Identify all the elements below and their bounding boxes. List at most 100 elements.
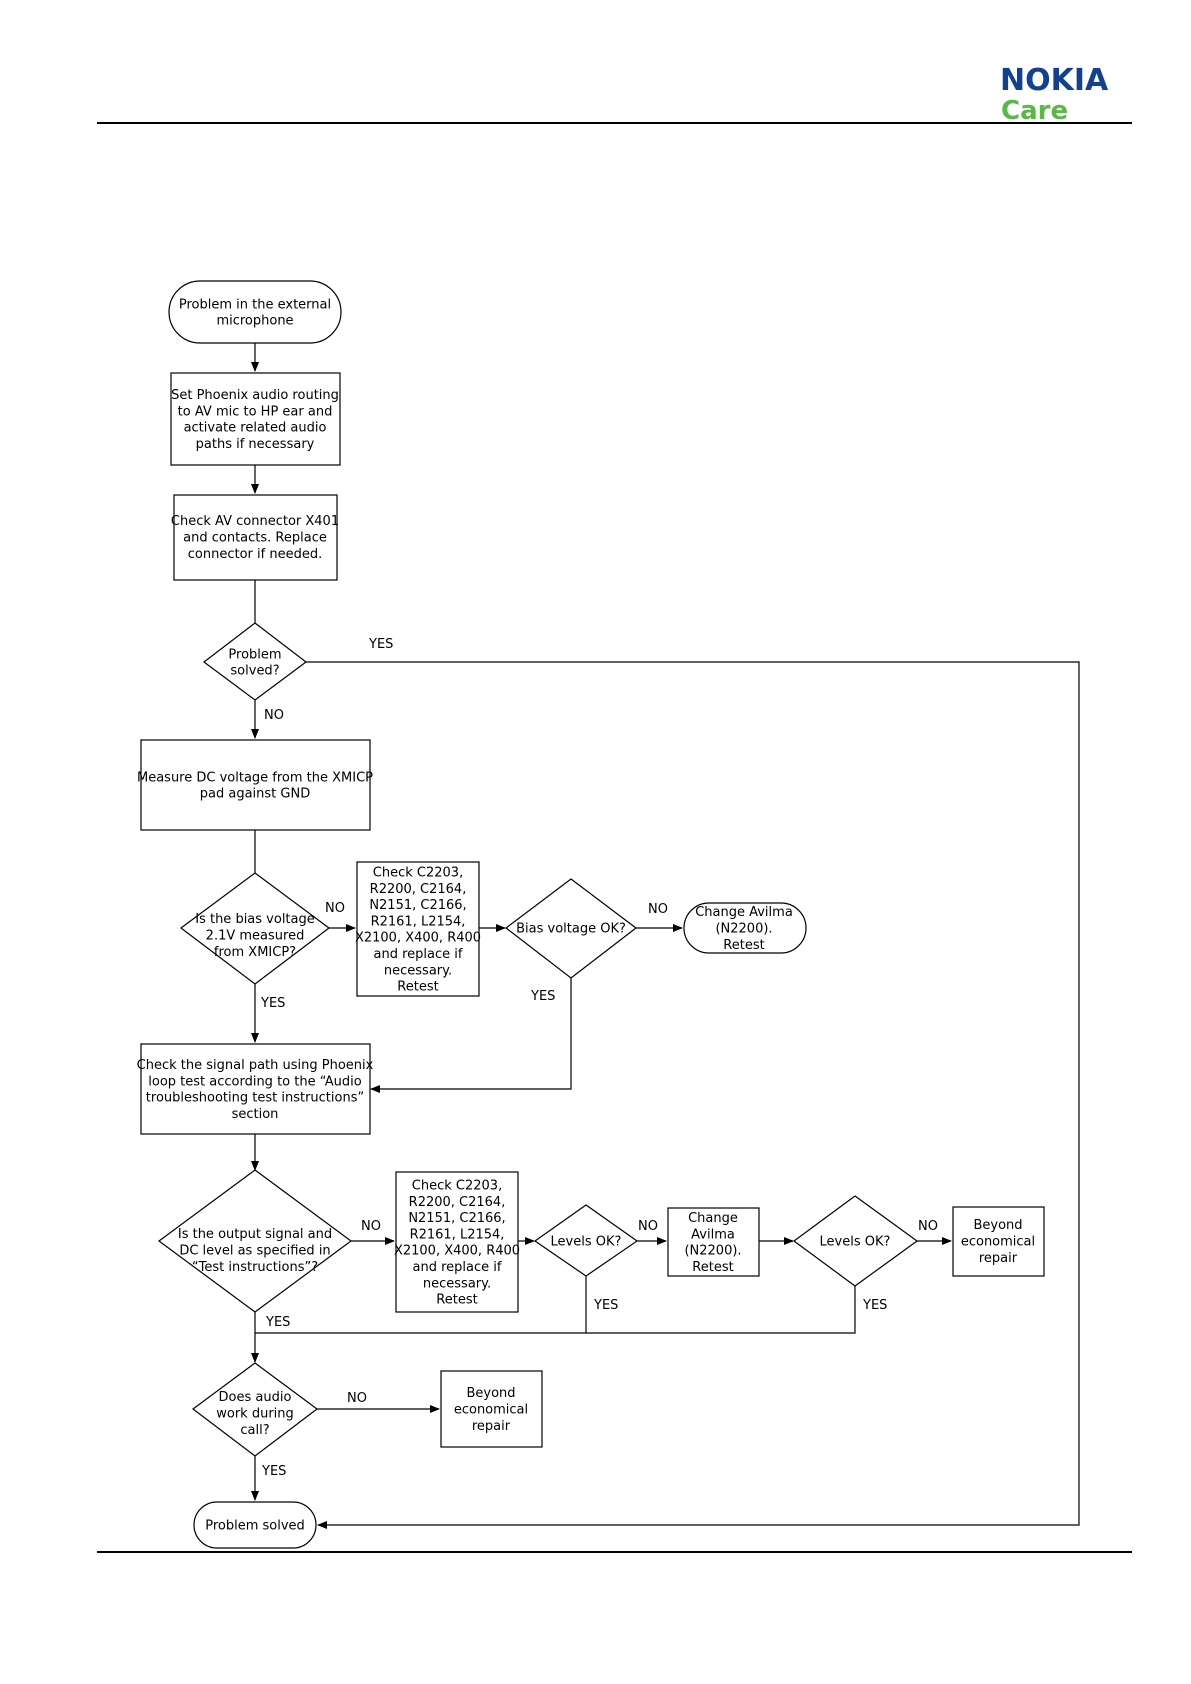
node-text-line: Retest [436,1293,477,1308]
node-text-line: solved? [230,664,279,679]
node-text-line: call? [240,1423,269,1438]
label-bias-yes: YES [260,996,285,1011]
edge-bias-ok-yes [370,978,572,1093]
node-text-line: and contacts. Replace [183,531,327,546]
node-levels-ok-decision-2: Levels OK? [792,1195,919,1287]
node-check-components-1: Check C2203,R2200, C2164,N2151, C2166,R2… [355,861,481,997]
node-text-line: repair [472,1419,511,1434]
node-output-decision: Is the output signal and DC level as spec… [157,1169,353,1313]
label-output-yes: YES [265,1315,290,1330]
node-text-line: loop test according to the “Audio [148,1074,362,1089]
node-text-line: and replace if [413,1260,502,1275]
edge-labels: YES NO NO YES NO YES NO YES NO YES NO YE… [260,637,938,1479]
footer-rule [97,1551,1132,1553]
node-text-line: and replace if [374,947,463,962]
node-text-line: Problem solved [205,1519,305,1534]
node-text-line: R2200, C2164, [409,1195,506,1210]
label-audio-yes: YES [261,1464,286,1479]
node-text-line: N2151, C2166, [369,898,466,913]
nokia-care-logo: NOKIA Care [1000,63,1140,127]
label-bias-no: NO [325,901,345,916]
node-text: Change Avilma(N2200).Retest [695,905,793,953]
node-text-line: X2100, X400, R400 [355,931,481,946]
node-text-line: from XMICP? [214,945,296,960]
connectors [251,343,1080,1529]
node-text-line: Change [688,1211,738,1226]
node-text: Check C2203,R2200, C2164,N2151, C2166,R2… [394,1179,520,1308]
node-text-line: Check AV connector X401 [171,514,339,529]
node-text-line: section [232,1107,279,1122]
node-text-line: Is the output signal and [178,1227,332,1242]
node-text-line: Beyond [466,1386,515,1401]
node-text-line: economical [454,1403,528,1418]
node-text-line: (N2200). [684,1244,741,1259]
node-text-line: to AV mic to HP ear and [178,404,333,419]
node-text-line: pad against GND [200,787,310,802]
node-text-line: 2.1V measured [206,929,305,944]
node-text: Measure DC voltage from the XMICP pad aga… [137,770,373,801]
label-levels1-no: NO [638,1219,658,1234]
node-text-line: Change Avilma [695,905,793,920]
node-end: Problem solved [193,1501,317,1549]
node-text: Problem solved [205,1519,305,1534]
node-text-line: Check C2203, [412,1179,502,1194]
label-audio-no: NO [347,1391,367,1406]
node-text-line: Measure DC voltage from the XMICP [137,770,373,785]
label-levels1-yes: YES [593,1298,618,1313]
node-text: Levels OK? [820,1235,891,1250]
node-text-line: work during [216,1407,294,1422]
node-text-line: Is the bias voltage [195,912,315,927]
node-measure-dc: Measure DC voltage from the XMICP pad aga… [137,739,373,831]
node-text-line: Check C2203, [373,866,463,881]
node-check-components-2: Check C2203,R2200, C2164,N2151, C2166,R2… [394,1171,520,1313]
label-bias-ok-yes: YES [530,989,555,1004]
node-problem-solved-decision: Problem solved? [203,622,307,701]
node-text-line: necessary. [384,963,452,978]
node-text: Check AV connector X401 and contacts. Rep… [171,514,339,562]
label-solved-no: NO [264,708,284,723]
node-change-avilma-1: Change Avilma(N2200).Retest [683,902,807,954]
logo-sub-brand: Care [1001,96,1069,126]
node-text: Is the output signal and DC level as spec… [178,1227,332,1275]
node-text-line: Problem [228,647,281,662]
node-text-line: Does audio [219,1390,292,1405]
node-text-line: Problem in the external [179,297,331,312]
node-text-line: R2161, L2154, [371,914,466,929]
logo-brand: NOKIA [1000,63,1109,98]
node-text-line: paths if necessary [196,437,315,452]
node-text-line: Retest [397,980,438,995]
node-text-line: R2161, L2154, [410,1227,505,1242]
node-text-line: Retest [723,938,764,953]
node-text: Check C2203,R2200, C2164,N2151, C2166,R2… [355,866,481,995]
node-levels-ok-decision-1: Levels OK? [533,1204,639,1277]
node-text-line: necessary. [423,1276,491,1291]
node-text-line: X2100, X400, R400 [394,1244,520,1259]
node-text-line: repair [979,1251,1018,1266]
label-output-no: NO [361,1219,381,1234]
node-text-line: Beyond [973,1218,1022,1233]
label-levels2-yes: YES [862,1298,887,1313]
node-text: Problem solved? [228,647,281,678]
node-text-line: Retest [692,1260,733,1275]
node-text-line: R2200, C2164, [370,882,467,897]
node-text-line: “Test instructions”? [192,1260,318,1275]
node-text-line: economical [961,1235,1035,1250]
node-text-line: DC level as specified in [179,1244,330,1259]
node-text-line: Levels OK? [820,1235,891,1250]
node-text: Levels OK? [551,1235,622,1250]
node-check-av: Check AV connector X401 and contacts. Rep… [171,494,339,581]
